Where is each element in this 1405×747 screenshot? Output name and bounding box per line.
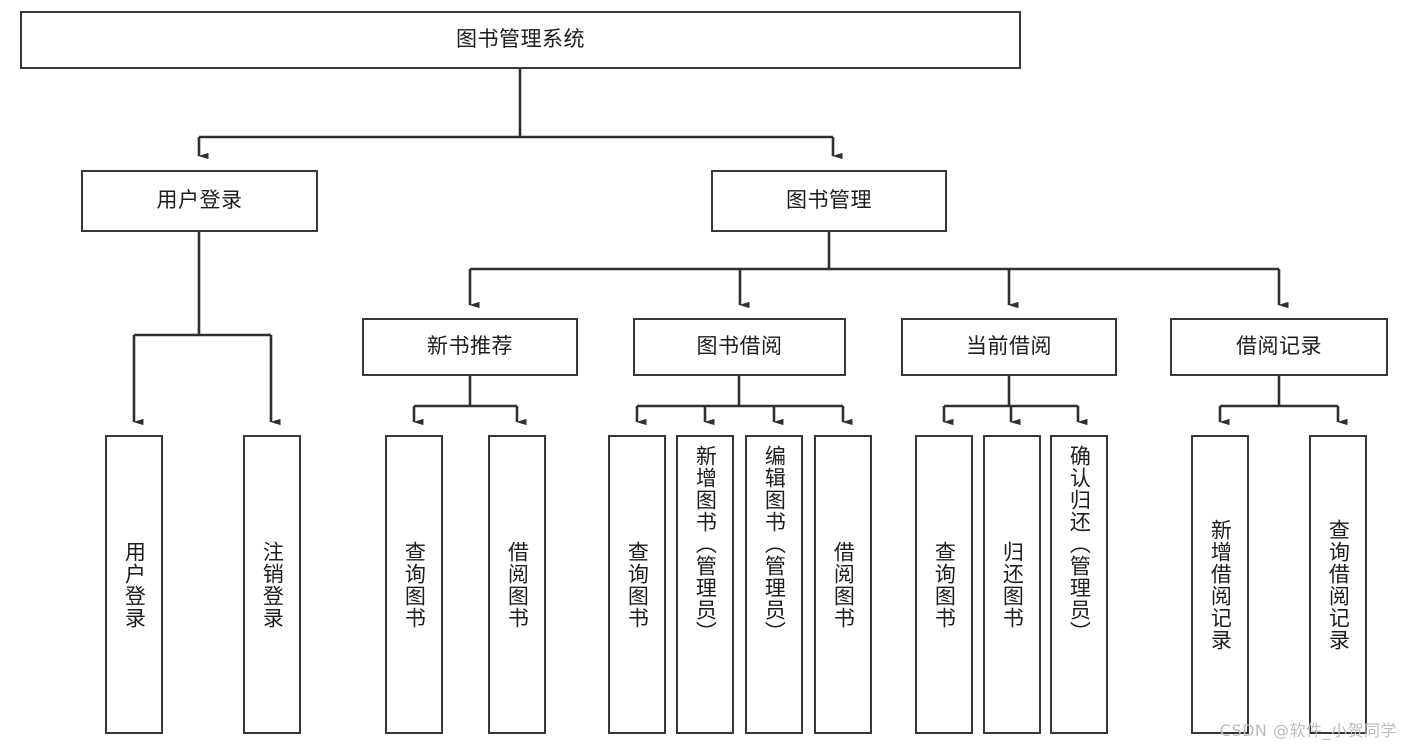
leaf-borrow-query-book[interactable]: 查询图书 (608, 435, 666, 734)
leaf-borrow-add-book-admin[interactable]: 新增图书（管理员） (676, 435, 734, 734)
leaf-record-query-record[interactable]: 查询借阅记录 (1309, 435, 1367, 734)
leaf-user-login[interactable]: 用户登录 (105, 435, 163, 734)
node-new-book-recommend[interactable]: 新书推荐 (362, 318, 578, 376)
leaf-borrow-query-book-label: 查询图书 (625, 540, 650, 629)
node-user-login-label: 用户登录 (156, 188, 243, 213)
node-book-borrow[interactable]: 图书借阅 (633, 318, 846, 376)
leaf-logout[interactable]: 注销登录 (243, 435, 301, 734)
leaf-current-return-book-label: 归还图书 (1000, 540, 1025, 629)
node-current-borrow-label: 当前借阅 (966, 334, 1052, 359)
node-root-label: 图书管理系统 (456, 27, 585, 52)
node-user-login[interactable]: 用户登录 (81, 170, 318, 232)
leaf-current-query-book[interactable]: 查询图书 (915, 435, 973, 734)
leaf-borrow-add-book-admin-label: 新增图书（管理员） (693, 445, 718, 643)
node-book-management[interactable]: 图书管理 (711, 170, 947, 232)
leaf-user-login-label: 用户登录 (122, 540, 147, 629)
leaf-borrow-edit-book-admin-label: 编辑图书（管理员） (762, 445, 787, 643)
node-new-book-recommend-label: 新书推荐 (427, 334, 513, 359)
leaf-new-query-book[interactable]: 查询图书 (385, 435, 443, 734)
leaf-logout-label: 注销登录 (260, 540, 285, 629)
leaf-borrow-borrow-book-label: 借阅图书 (831, 540, 856, 629)
node-book-borrow-label: 图书借阅 (696, 334, 783, 359)
leaf-borrow-edit-book-admin[interactable]: 编辑图书（管理员） (745, 435, 803, 734)
leaf-new-borrow-book[interactable]: 借阅图书 (488, 435, 546, 734)
node-root[interactable]: 图书管理系统 (20, 11, 1021, 69)
leaf-current-confirm-return-admin-label: 确认归还（管理员） (1067, 445, 1092, 643)
node-borrow-record-label: 借阅记录 (1236, 334, 1322, 359)
node-borrow-record[interactable]: 借阅记录 (1170, 318, 1388, 376)
leaf-record-query-record-label: 查询借阅记录 (1326, 518, 1351, 651)
leaf-borrow-borrow-book[interactable]: 借阅图书 (814, 435, 872, 734)
node-current-borrow[interactable]: 当前借阅 (901, 318, 1117, 376)
leaf-new-query-book-label: 查询图书 (402, 540, 427, 629)
leaf-current-query-book-label: 查询图书 (932, 540, 957, 629)
leaf-current-return-book[interactable]: 归还图书 (983, 435, 1041, 734)
leaf-record-add-record[interactable]: 新增借阅记录 (1191, 435, 1249, 734)
leaf-new-borrow-book-label: 借阅图书 (505, 540, 530, 629)
node-book-management-label: 图书管理 (786, 188, 872, 213)
csdn-watermark: CSDN @软件_小贺同学 (1219, 721, 1397, 740)
leaf-record-add-record-label: 新增借阅记录 (1208, 518, 1233, 651)
leaf-current-confirm-return-admin[interactable]: 确认归还（管理员） (1050, 435, 1108, 734)
